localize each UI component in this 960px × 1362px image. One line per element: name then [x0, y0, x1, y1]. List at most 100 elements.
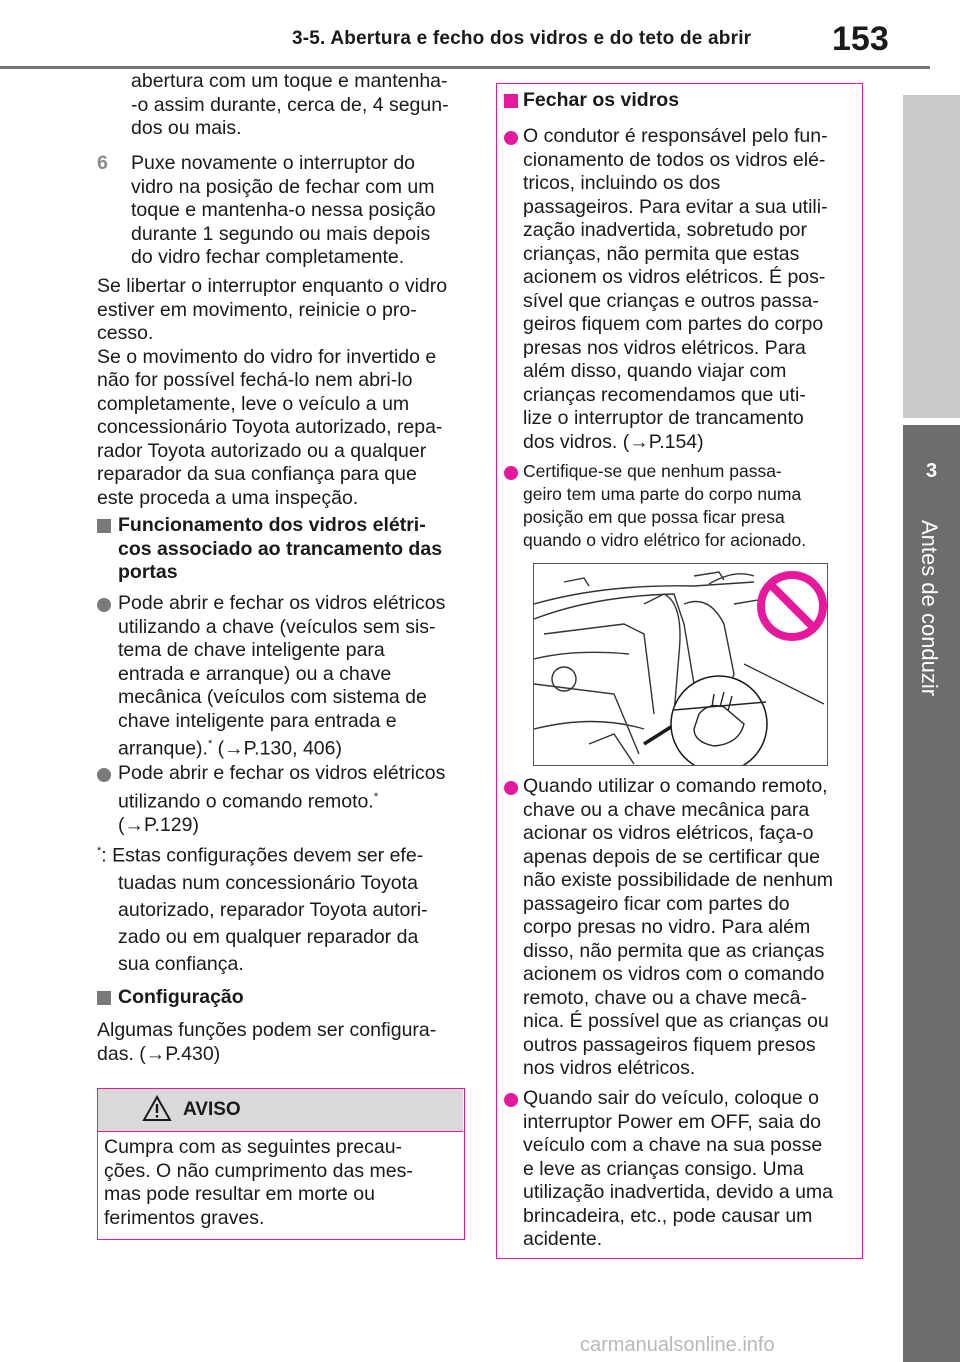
section-square-icon: [97, 519, 111, 533]
section-title: 3-5. Abertura e fecho dos vidros e do te…: [292, 28, 752, 49]
text-line: completamente, leve o veículo a um: [97, 392, 410, 415]
text-line: brincadeira, etc., pode causar um: [523, 1204, 813, 1227]
text-line: não existe possibilidade de nenhum: [523, 869, 834, 891]
text-line: mecânica (veículos com sistema de: [118, 686, 427, 708]
text-line: e leve as crianças consigo. Uma: [523, 1157, 804, 1180]
text-line: autorizado, reparador Toyota autori-: [118, 898, 428, 921]
text-line: utilizando a chave (veículos sem sis-: [118, 615, 436, 638]
side-tab-chapter: [903, 425, 960, 1362]
configuration-text: Algumas funções podem ser configura- das…: [97, 1019, 436, 1066]
text-line: utilização inadvertida, devido a uma: [523, 1181, 834, 1203]
text-line: sível que crianças e outros passa-: [523, 289, 819, 312]
bullet-icon: [504, 131, 518, 145]
section-heading-close-windows: Fechar os vidros: [523, 89, 680, 111]
step-number: 6: [97, 152, 108, 174]
step-6-text: Puxe novamente o interruptor do vidro na…: [131, 152, 436, 270]
text-line: abertura com um toque e mantenha-: [131, 70, 448, 92]
section-square-icon: [504, 94, 518, 108]
text-line: chave ou a chave mecânica para: [523, 798, 810, 821]
text-line: Pode abrir e fechar os vidros elétricos: [118, 592, 446, 614]
text-line: Se libertar o interruptor enquanto o vid…: [97, 275, 448, 297]
bullet-icon: [97, 768, 111, 782]
text-line: rador Toyota autorizado ou a qualquer: [97, 439, 427, 462]
warning-text: Cumpra com as seguintes precau- ções. O …: [104, 1136, 413, 1230]
asterisk-mark: *: [207, 738, 213, 750]
text-line: Algumas funções podem ser configura-: [97, 1019, 437, 1041]
text-line: *: Estas configurações devem ser efe-: [97, 838, 428, 870]
text-line: tema de chave inteligente para: [118, 639, 385, 661]
text-line: utilizando o comando remoto.*: [118, 786, 445, 814]
page-reference-link[interactable]: (→P.129): [118, 813, 199, 836]
page-reference-link[interactable]: (→P.130, 406): [217, 737, 342, 760]
text-line: remoto, chave ou a chave mecâ-: [523, 986, 807, 1009]
warning-title: AVISO: [183, 1099, 241, 1120]
text-line: presas nos vidros elétricos. Para: [523, 336, 806, 359]
text-line: -o assim durante, cerca de, 4 segun-: [131, 93, 449, 116]
text-line: Funcionamento dos vidros elétri-: [118, 514, 426, 536]
step-continuation: abertura com um toque e mantenha- -o ass…: [131, 70, 449, 141]
text-line: não for possível fechá-lo nem abri-lo: [97, 369, 413, 391]
bullet-leaving-vehicle: Quando sair do veículo, coloque o interr…: [523, 1087, 833, 1252]
text-line: durante 1 segundo ou mais depois: [131, 222, 431, 245]
text-line: tricos, incluindo os dos: [523, 172, 721, 194]
text-line: outros passageiros fiquem presos: [523, 1033, 816, 1056]
text-fragment: utilizando o comando remoto.: [118, 790, 374, 812]
text-line: crianças, não permita que estas: [523, 242, 800, 265]
header-rule: [0, 66, 930, 69]
text-fragment: : Estas configurações devem ser efe-: [101, 844, 424, 867]
text-line: Quando utilizar o comando remoto,: [523, 775, 828, 797]
text-line: acionar os vidros elétricos, faça-o: [523, 822, 814, 844]
footnote: *: Estas configurações devem ser efe- tu…: [97, 838, 428, 978]
warning-header-rule: [98, 1131, 463, 1132]
text-line: além disso, quando viajar com: [523, 360, 787, 382]
text-line: nos vidros elétricos.: [523, 1057, 696, 1079]
asterisk-mark: *: [97, 845, 102, 857]
text-line: dos ou mais.: [131, 117, 242, 139]
text-line: passageiro ficar com partes do: [523, 892, 790, 915]
chapter-number: 3: [925, 460, 938, 482]
text-line: portas: [118, 561, 178, 583]
warning-box: [97, 1088, 465, 1240]
text-line: Quando sair do veículo, coloque o: [523, 1087, 819, 1109]
chapter-label: Antes de conduzir: [917, 520, 942, 697]
text-line: O condutor é responsável pelo fun-: [523, 125, 828, 147]
restart-paragraph: Se libertar o interruptor enquanto o vid…: [97, 275, 447, 510]
car-window-illustration: [533, 563, 828, 773]
text-line: ferimentos graves.: [104, 1206, 265, 1229]
text-line: Certifique-se que nenhum passa-: [523, 461, 782, 481]
text-line: nica. É possível que as crianças ou: [523, 1010, 829, 1032]
text-line: arranque).* (→P.130, 406): [118, 733, 445, 761]
bullet-icon: [504, 1093, 518, 1107]
text-line: acidente.: [523, 1228, 603, 1250]
text-line: Cumpra com as seguintes precau-: [104, 1136, 403, 1158]
text-line: cos associado ao trancamento das: [118, 537, 443, 560]
text-line: Se o movimento do vidro for invertido e: [97, 345, 437, 368]
page-number: 153: [832, 20, 889, 58]
text-line: este proceda a uma inspeção.: [97, 486, 359, 509]
watermark-link[interactable]: carmanualsonline.info: [580, 1334, 775, 1356]
text-line: chave inteligente para entrada e: [118, 709, 397, 732]
section-heading-configuration: Configuração: [118, 986, 244, 1008]
text-line: mas pode resultar em morte ou: [104, 1183, 375, 1205]
text-line: posição em que possa ficar presa: [523, 507, 785, 527]
text-line: zado ou em qualquer reparador da: [118, 925, 419, 948]
text-line: lize o interruptor de trancamento: [523, 407, 804, 429]
warning-header: [98, 1089, 463, 1131]
text-line: zação inadvertida, sobretudo por: [523, 219, 808, 241]
text-line: do vidro fechar completamente.: [131, 246, 405, 268]
text-line: reparador da sua confiança para que: [97, 463, 417, 485]
text-line: dos vidros. (→P.154): [523, 430, 704, 453]
bullet-check-passengers: Certifique-se que nenhum passa- geiro te…: [523, 460, 806, 552]
caution-details-box: [496, 83, 863, 1259]
text-line: interruptor Power em OFF, saia do: [523, 1110, 822, 1133]
text-line: corpo presas no vidro. Para além: [523, 916, 811, 938]
text-line: acionem os vidros com o comando: [523, 963, 825, 985]
asterisk-mark: *: [373, 790, 379, 803]
car-interior-drawing: [533, 571, 827, 773]
text-line: toque e mantenha-o nessa posição: [131, 199, 436, 221]
text-line: passageiros. Para evitar a sua utili-: [523, 195, 828, 218]
text-fragment: arranque).: [118, 737, 208, 760]
text-line: Puxe novamente o interruptor do: [131, 152, 416, 174]
text-line: geiros fiquem com partes do corpo: [523, 313, 824, 335]
text-line: acionem os vidros elétricos. É pos-: [523, 266, 826, 288]
